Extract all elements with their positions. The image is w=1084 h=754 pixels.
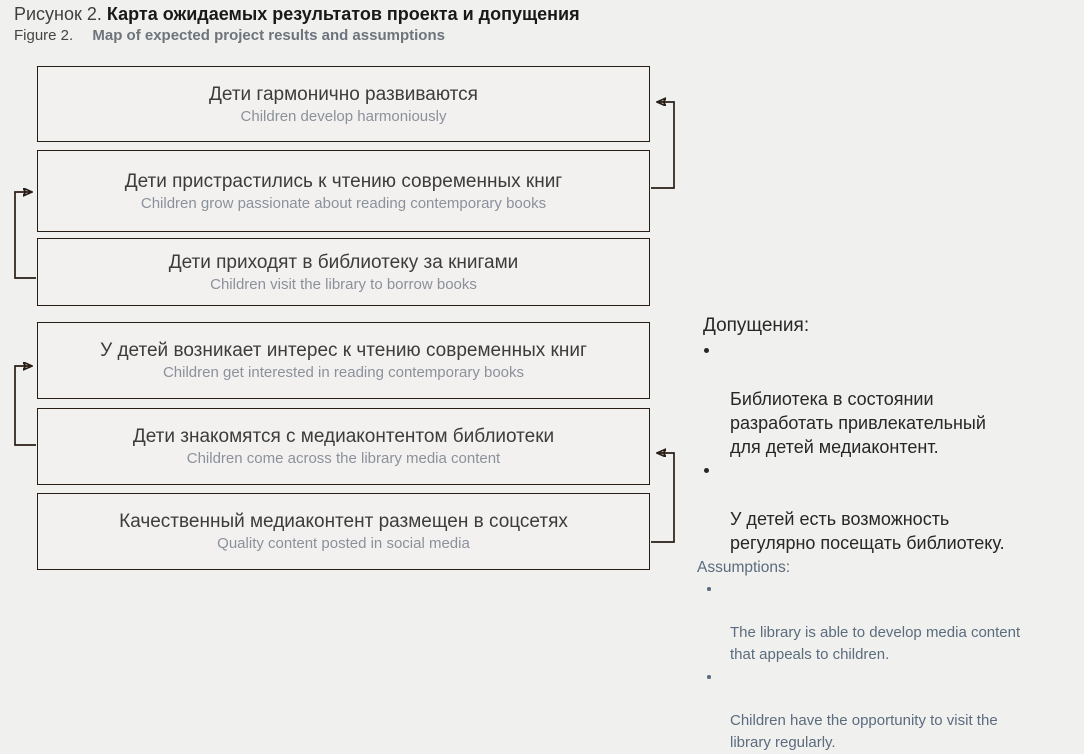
assumption-item-ru: У детей есть возможность регулярно посещ…: [697, 459, 1079, 555]
result-box-1: Дети гармонично развиваются Children dev…: [37, 66, 650, 142]
figure-title-en: Map of expected project results and assu…: [92, 27, 445, 44]
arrow-box3-to-box2: [14, 192, 36, 279]
result-box-1-label-en: Children develop harmoniously: [240, 107, 447, 125]
arrow-box6-to-box5: [651, 453, 675, 543]
result-box-3-label-ru: Дети приходят в библиотеку за книгами: [168, 251, 519, 273]
figure-title-ru: Карта ожидаемых результатов проекта и до…: [106, 4, 580, 24]
assumptions-heading-ru: Допущения:: [703, 315, 810, 336]
assumptions-list-ru: Библиотека в состоянии разработать привл…: [697, 339, 1079, 555]
assumptions-list-en: The library is able to develop media con…: [697, 578, 1079, 754]
result-box-6-label-ru: Качественный медиаконтент размещен в соц…: [119, 511, 568, 532]
figure-caption-ru: Рисунок 2. Карта ожидаемых результатов п…: [14, 3, 580, 26]
result-box-2: Дети пристрастились к чтению современных…: [37, 150, 650, 232]
result-box-5-label-ru: Дети знакомятся с медиаконтентом библиот…: [132, 426, 555, 447]
figure-number-en: Figure 2.: [14, 27, 74, 44]
result-box-4: У детей возникает интерес к чтению совре…: [37, 322, 650, 399]
assumptions-panel: Допущения: Библиотека в состоянии разраб…: [697, 312, 1079, 754]
assumption-item-en: Children have the opportunity to visit t…: [697, 666, 1079, 754]
bullet-icon: [704, 348, 709, 353]
figure-page: Рисунок 2. Карта ожидаемых результатов п…: [14, 3, 1020, 751]
assumption-item-en: The library is able to develop media con…: [697, 578, 1079, 666]
result-box-6: Качественный медиаконтент размещен в соц…: [37, 493, 650, 570]
assumption-text-ru: У детей есть возможность регулярно посещ…: [730, 509, 1005, 553]
assumption-text-ru: Библиотека в состоянии разработать привл…: [730, 389, 986, 457]
result-box-2-label-ru: Дети пристрастились к чтению современных…: [124, 170, 563, 192]
assumption-item-ru: Библиотека в состоянии разработать привл…: [697, 339, 1079, 459]
arrow-box5-to-box4: [14, 366, 36, 446]
result-box-5: Дети знакомятся с медиаконтентом библиот…: [37, 408, 650, 485]
assumption-text-en: Children have the opportunity to visit t…: [730, 712, 998, 751]
arrow-box2-to-box1: [651, 102, 675, 189]
assumptions-heading-en: Assumptions:: [697, 559, 791, 576]
figure-number-ru: Рисунок 2.: [14, 4, 102, 24]
result-box-3-label-en: Children visit the library to borrow boo…: [210, 275, 477, 293]
result-box-2-label-en: Children grow passionate about reading c…: [140, 194, 547, 212]
result-box-4-label-ru: У детей возникает интерес к чтению совре…: [100, 340, 587, 361]
bullet-icon: [707, 675, 711, 679]
result-box-1-label-ru: Дети гармонично развиваются: [209, 83, 478, 105]
result-box-5-label-en: Children come across the library media c…: [186, 450, 501, 467]
result-box-6-label-en: Quality content posted in social media: [217, 535, 470, 552]
figure-caption-en: Figure 2. Map of expected project result…: [14, 26, 580, 46]
result-box-3: Дети приходят в библиотеку за книгами Ch…: [37, 238, 650, 306]
bullet-icon: [704, 468, 709, 473]
bullet-icon: [707, 587, 711, 591]
figure-caption: Рисунок 2. Карта ожидаемых результатов п…: [14, 3, 580, 46]
assumption-text-en: The library is able to develop media con…: [730, 624, 1021, 663]
result-box-4-label-en: Children get interested in reading conte…: [162, 364, 525, 381]
